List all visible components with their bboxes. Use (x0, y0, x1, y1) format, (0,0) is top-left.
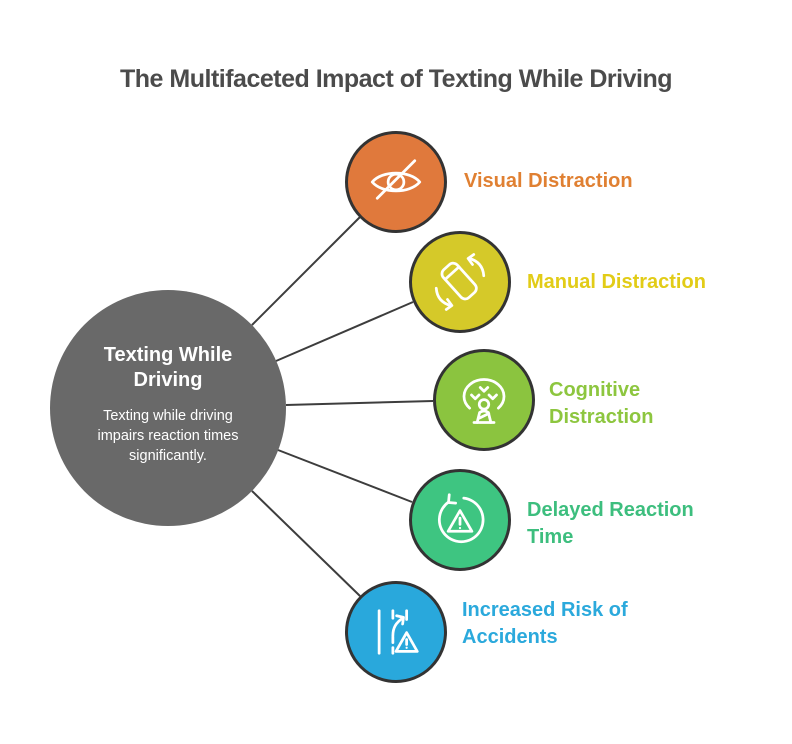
mind-wandering-icon (462, 378, 506, 424)
phone-rotate-icon (434, 253, 486, 311)
delayed-reaction-circle (409, 469, 511, 571)
hub-description: Texting while driving impairs reaction t… (97, 407, 239, 464)
node-label-cognitive: Cognitive Distraction (549, 379, 654, 428)
hub-circle: Texting While Driving Texting while driv… (50, 290, 286, 526)
connector-manual (275, 301, 414, 362)
node-label-manual: Manual Distraction (527, 271, 706, 293)
page-title: The Multifaceted Impact of Texting While… (120, 64, 672, 93)
retry-warning-icon (438, 493, 485, 544)
hub-title: Texting While Driving (103, 343, 233, 391)
cognitive-distraction-circle (433, 349, 535, 451)
node-label-risk: Increased Risk of Accidents (462, 599, 628, 648)
road-warning-icon (377, 609, 419, 655)
connector-risk (251, 490, 361, 597)
node-label-visual: Visual Distraction (464, 170, 633, 192)
manual-distraction-circle (409, 231, 511, 333)
connector-visual (251, 216, 361, 326)
node-label-delayed: Delayed Reaction Time (527, 499, 694, 548)
connector-delayed (277, 449, 413, 503)
connector-cognitive (285, 400, 434, 406)
eye-off-icon (370, 159, 422, 200)
visual-distraction-circle (345, 131, 447, 233)
accident-risk-circle (345, 581, 447, 683)
